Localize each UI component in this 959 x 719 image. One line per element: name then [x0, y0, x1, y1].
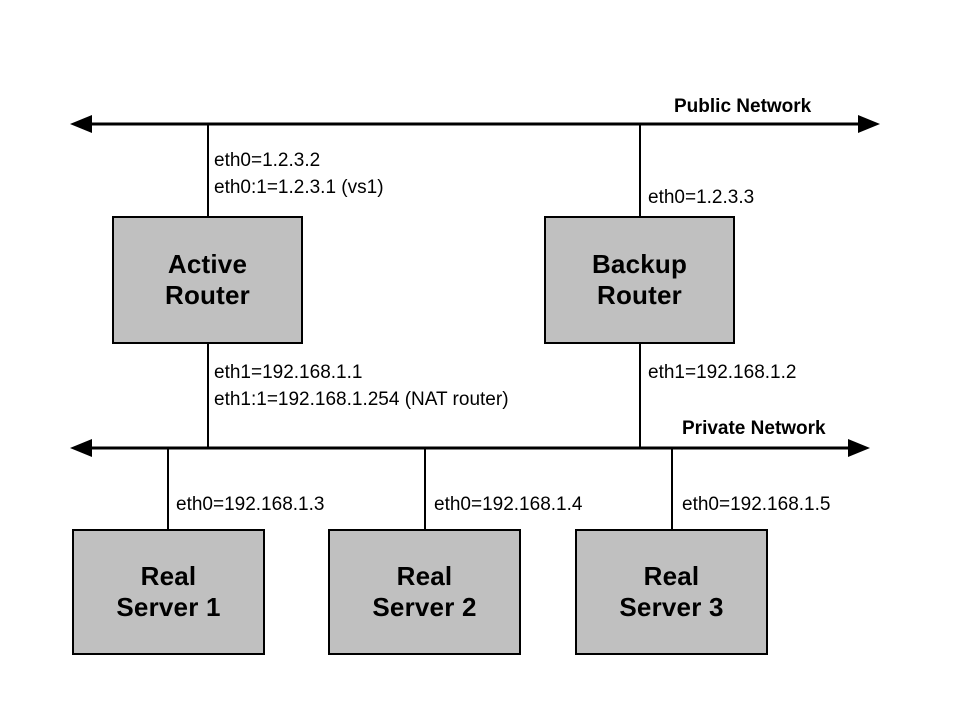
real-server-1-eth0-label: eth0=192.168.1.3: [176, 494, 325, 515]
real-server-3-eth0-label: eth0=192.168.1.5: [682, 494, 831, 515]
real-server-3-node[interactable]: Real Server 3: [575, 529, 768, 655]
real-server-2-label-line2: Server 2: [372, 592, 477, 622]
active-router-eth0-label: eth0=1.2.3.2: [214, 150, 321, 171]
backup-router-private-interfaces: eth1=192.168.1.2: [648, 360, 796, 387]
backup-router-label-line2: Router: [597, 280, 682, 310]
real-server-1-label-line2: Server 1: [116, 592, 221, 622]
real-server-3-label-line1: Real: [643, 561, 700, 592]
public-network-label: Public Network: [674, 96, 812, 117]
public-bus-left-arrowhead: [70, 115, 92, 133]
real-server-3-label-line2: Server 3: [619, 592, 724, 622]
real-server-3-interface: eth0=192.168.1.5: [682, 492, 830, 519]
backup-router-public-interfaces: eth0=1.2.3.3: [648, 185, 754, 212]
real-server-1-interface: eth0=192.168.1.3: [176, 492, 324, 519]
backup-router-node[interactable]: Backup Router: [544, 216, 735, 344]
backup-router-label-line1: Backup: [591, 249, 688, 280]
real-server-1-label-line1: Real: [140, 561, 197, 592]
active-router-private-interfaces: eth1=192.168.1.1 eth1:1=192.168.1.254 (N…: [214, 360, 509, 414]
real-server-2-label-line1: Real: [396, 561, 453, 592]
active-router-eth0-alias-label: eth0:1=1.2.3.1 (vs1): [214, 176, 384, 198]
private-network-label: Private Network: [682, 418, 826, 439]
public-network-bus: [70, 115, 880, 133]
private-bus-left-arrowhead: [70, 439, 92, 457]
real-server-2-node[interactable]: Real Server 2: [328, 529, 521, 655]
private-network-bus: [70, 439, 870, 457]
private-bus-right-arrowhead: [848, 439, 870, 457]
real-server-2-interface: eth0=192.168.1.4: [434, 492, 582, 519]
active-router-node[interactable]: Active Router: [112, 216, 303, 344]
real-server-1-node[interactable]: Real Server 1: [72, 529, 265, 655]
backup-router-eth1-label: eth1=192.168.1.2: [648, 362, 797, 383]
backup-router-eth0-label: eth0=1.2.3.3: [648, 187, 755, 208]
active-router-eth1-alias-label: eth1:1=192.168.1.254 (NAT router): [214, 388, 509, 410]
real-server-2-eth0-label: eth0=192.168.1.4: [434, 494, 583, 515]
active-router-label-line2: Router: [165, 280, 250, 310]
active-router-eth1-label: eth1=192.168.1.1: [214, 362, 363, 383]
public-bus-right-arrowhead: [858, 115, 880, 133]
active-router-label-line1: Active: [167, 249, 248, 280]
active-router-public-interfaces: eth0=1.2.3.2 eth0:1=1.2.3.1 (vs1): [214, 148, 384, 202]
